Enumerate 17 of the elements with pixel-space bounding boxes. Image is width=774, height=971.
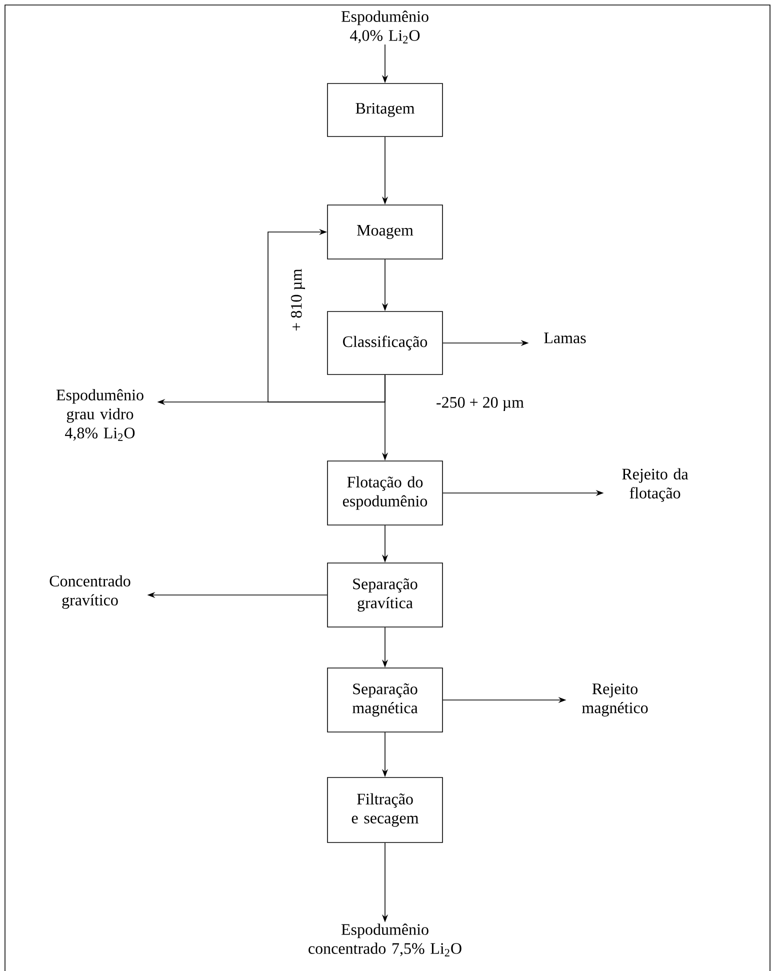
process-box: Filtração e secagem: [327, 777, 443, 843]
stream-label: Espodumênio grau vidro 4,8% Li$_{2}$O: [56, 389, 144, 441]
stream-label: Espodumênio 4,0% Li$_{2}$O: [341, 10, 428, 44]
process-box: Separação gravítica: [327, 562, 443, 628]
process-box: Classificação: [327, 311, 443, 375]
arrow: [268, 228, 386, 402]
stream-label: Concentrado gravítico: [50, 575, 130, 609]
process-box: Separação magnética: [327, 668, 443, 732]
stream-label: Lamas: [544, 332, 586, 344]
edge-label: + 810 µm: [290, 268, 306, 332]
stream-label: Rejeito magnético: [582, 683, 648, 717]
process-box: Moagem: [327, 204, 443, 260]
process-box: Britagem: [327, 83, 443, 137]
stream-label: Rejeito da flotação: [622, 468, 688, 502]
edge-label: -250 + 20 µm: [435, 396, 526, 412]
stream-label: Espodumênio concentrado 7,5% Li$_{2}$O: [308, 924, 462, 956]
process-box: Flotação do espodumênio: [327, 460, 443, 526]
